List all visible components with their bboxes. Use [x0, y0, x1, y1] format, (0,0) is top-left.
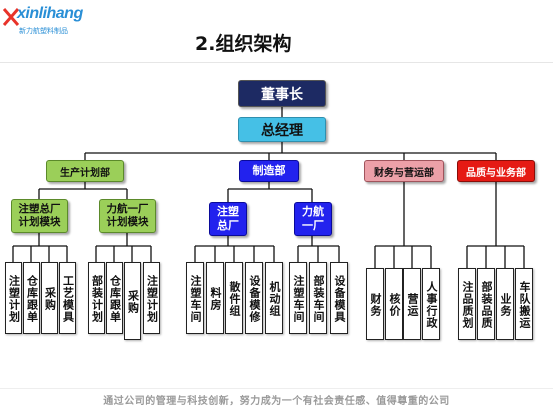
leaf-box: 部装品质: [477, 268, 495, 340]
dept-quality-business: 品质与业务部: [457, 160, 535, 182]
logo-name: xinlihang: [17, 5, 83, 22]
leaf-box: 注塑计划: [5, 262, 22, 334]
leaf-box: 财务: [366, 268, 384, 340]
leaf-box: 设备模具: [330, 262, 348, 334]
logo-subtitle: 新力航塑料制品: [19, 27, 68, 35]
leaf-box: 机动组: [265, 262, 283, 334]
page-title: 2.组织架构: [195, 33, 292, 55]
leaf-box: 车队搬运: [515, 268, 533, 340]
dept-finance-operations: 财务与营运部: [364, 160, 444, 182]
logo-x-icon: [3, 8, 19, 26]
leaf-box: 注塑计划: [143, 262, 160, 334]
leaf-box: 散件组: [225, 262, 243, 334]
footer-divider: [0, 388, 553, 389]
leaf-box: 设备模修: [245, 262, 263, 334]
leaf-box: 部装计划: [88, 262, 105, 334]
module-lihang-plant1: 力航一厂: [294, 202, 332, 236]
leaf-box: 部装车间: [309, 262, 327, 334]
dept-manufacturing: 制造部: [239, 160, 299, 182]
leaf-box: 采购: [124, 262, 141, 340]
module-injection-plant: 注塑总厂: [209, 202, 247, 236]
leaf-box: 营运: [403, 268, 421, 340]
module-lihang-plant1-plan: 力航一厂计划模块: [99, 199, 156, 233]
module-injection-plant-plan: 注塑总厂计划模块: [11, 199, 68, 233]
header-divider: [0, 62, 553, 63]
leaf-box: 业务: [496, 268, 514, 340]
leaf-box: 核价: [385, 268, 403, 340]
leaf-box: 料房: [206, 262, 224, 334]
general-manager-node: 总经理: [238, 117, 326, 142]
footer-slogan: 通过公司的管理与科技创新，努力成为一个有社会责任感、值得尊重的公司: [103, 396, 450, 407]
leaf-box: 仓库跟单: [106, 262, 123, 334]
dept-production-planning: 生产计划部: [46, 160, 124, 182]
leaf-box: 注品质划: [458, 268, 476, 340]
company-logo: xinlihang 新力航塑料制品: [3, 5, 83, 39]
leaf-box: 注塑车间: [289, 262, 307, 334]
leaf-box: 人事行政: [422, 268, 440, 340]
chairman-node: 董事长: [238, 80, 326, 107]
leaf-box: 注塑车间: [186, 262, 204, 334]
leaf-box: 采购: [41, 262, 58, 334]
leaf-box: 工艺模具: [59, 262, 76, 334]
leaf-box: 仓库跟单: [23, 262, 40, 334]
